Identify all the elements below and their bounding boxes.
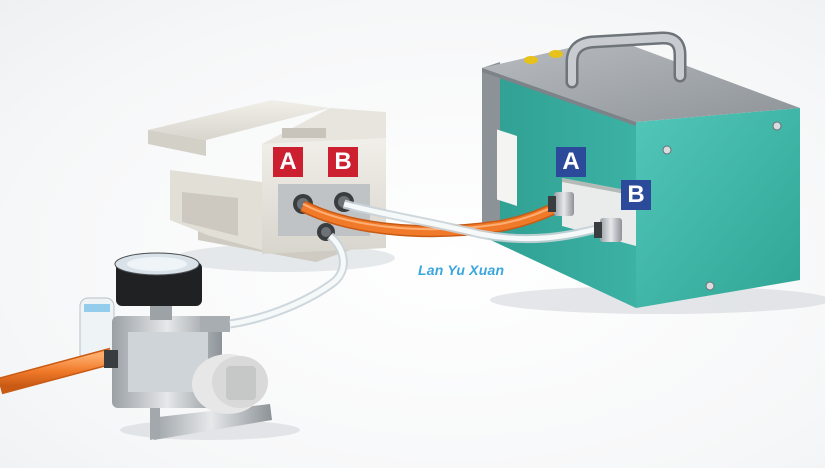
air-pressure-regulator — [79, 252, 300, 440]
pressure-gauge — [114, 252, 202, 320]
foot-pedal-valve — [148, 100, 395, 272]
pedal-port-a-label: A — [273, 147, 303, 177]
pneumatic-control-box — [482, 31, 825, 314]
box-port-a-label: A — [556, 147, 586, 177]
watermark-text: Lan Yu Xuan — [418, 262, 505, 278]
regulator-knob — [192, 354, 268, 414]
box-port-b-label: B — [621, 180, 651, 210]
box-handle — [565, 31, 687, 89]
box-port-fittings — [548, 192, 622, 242]
clear-tubing — [229, 199, 602, 329]
pedal-port-b-label: B — [328, 147, 358, 177]
